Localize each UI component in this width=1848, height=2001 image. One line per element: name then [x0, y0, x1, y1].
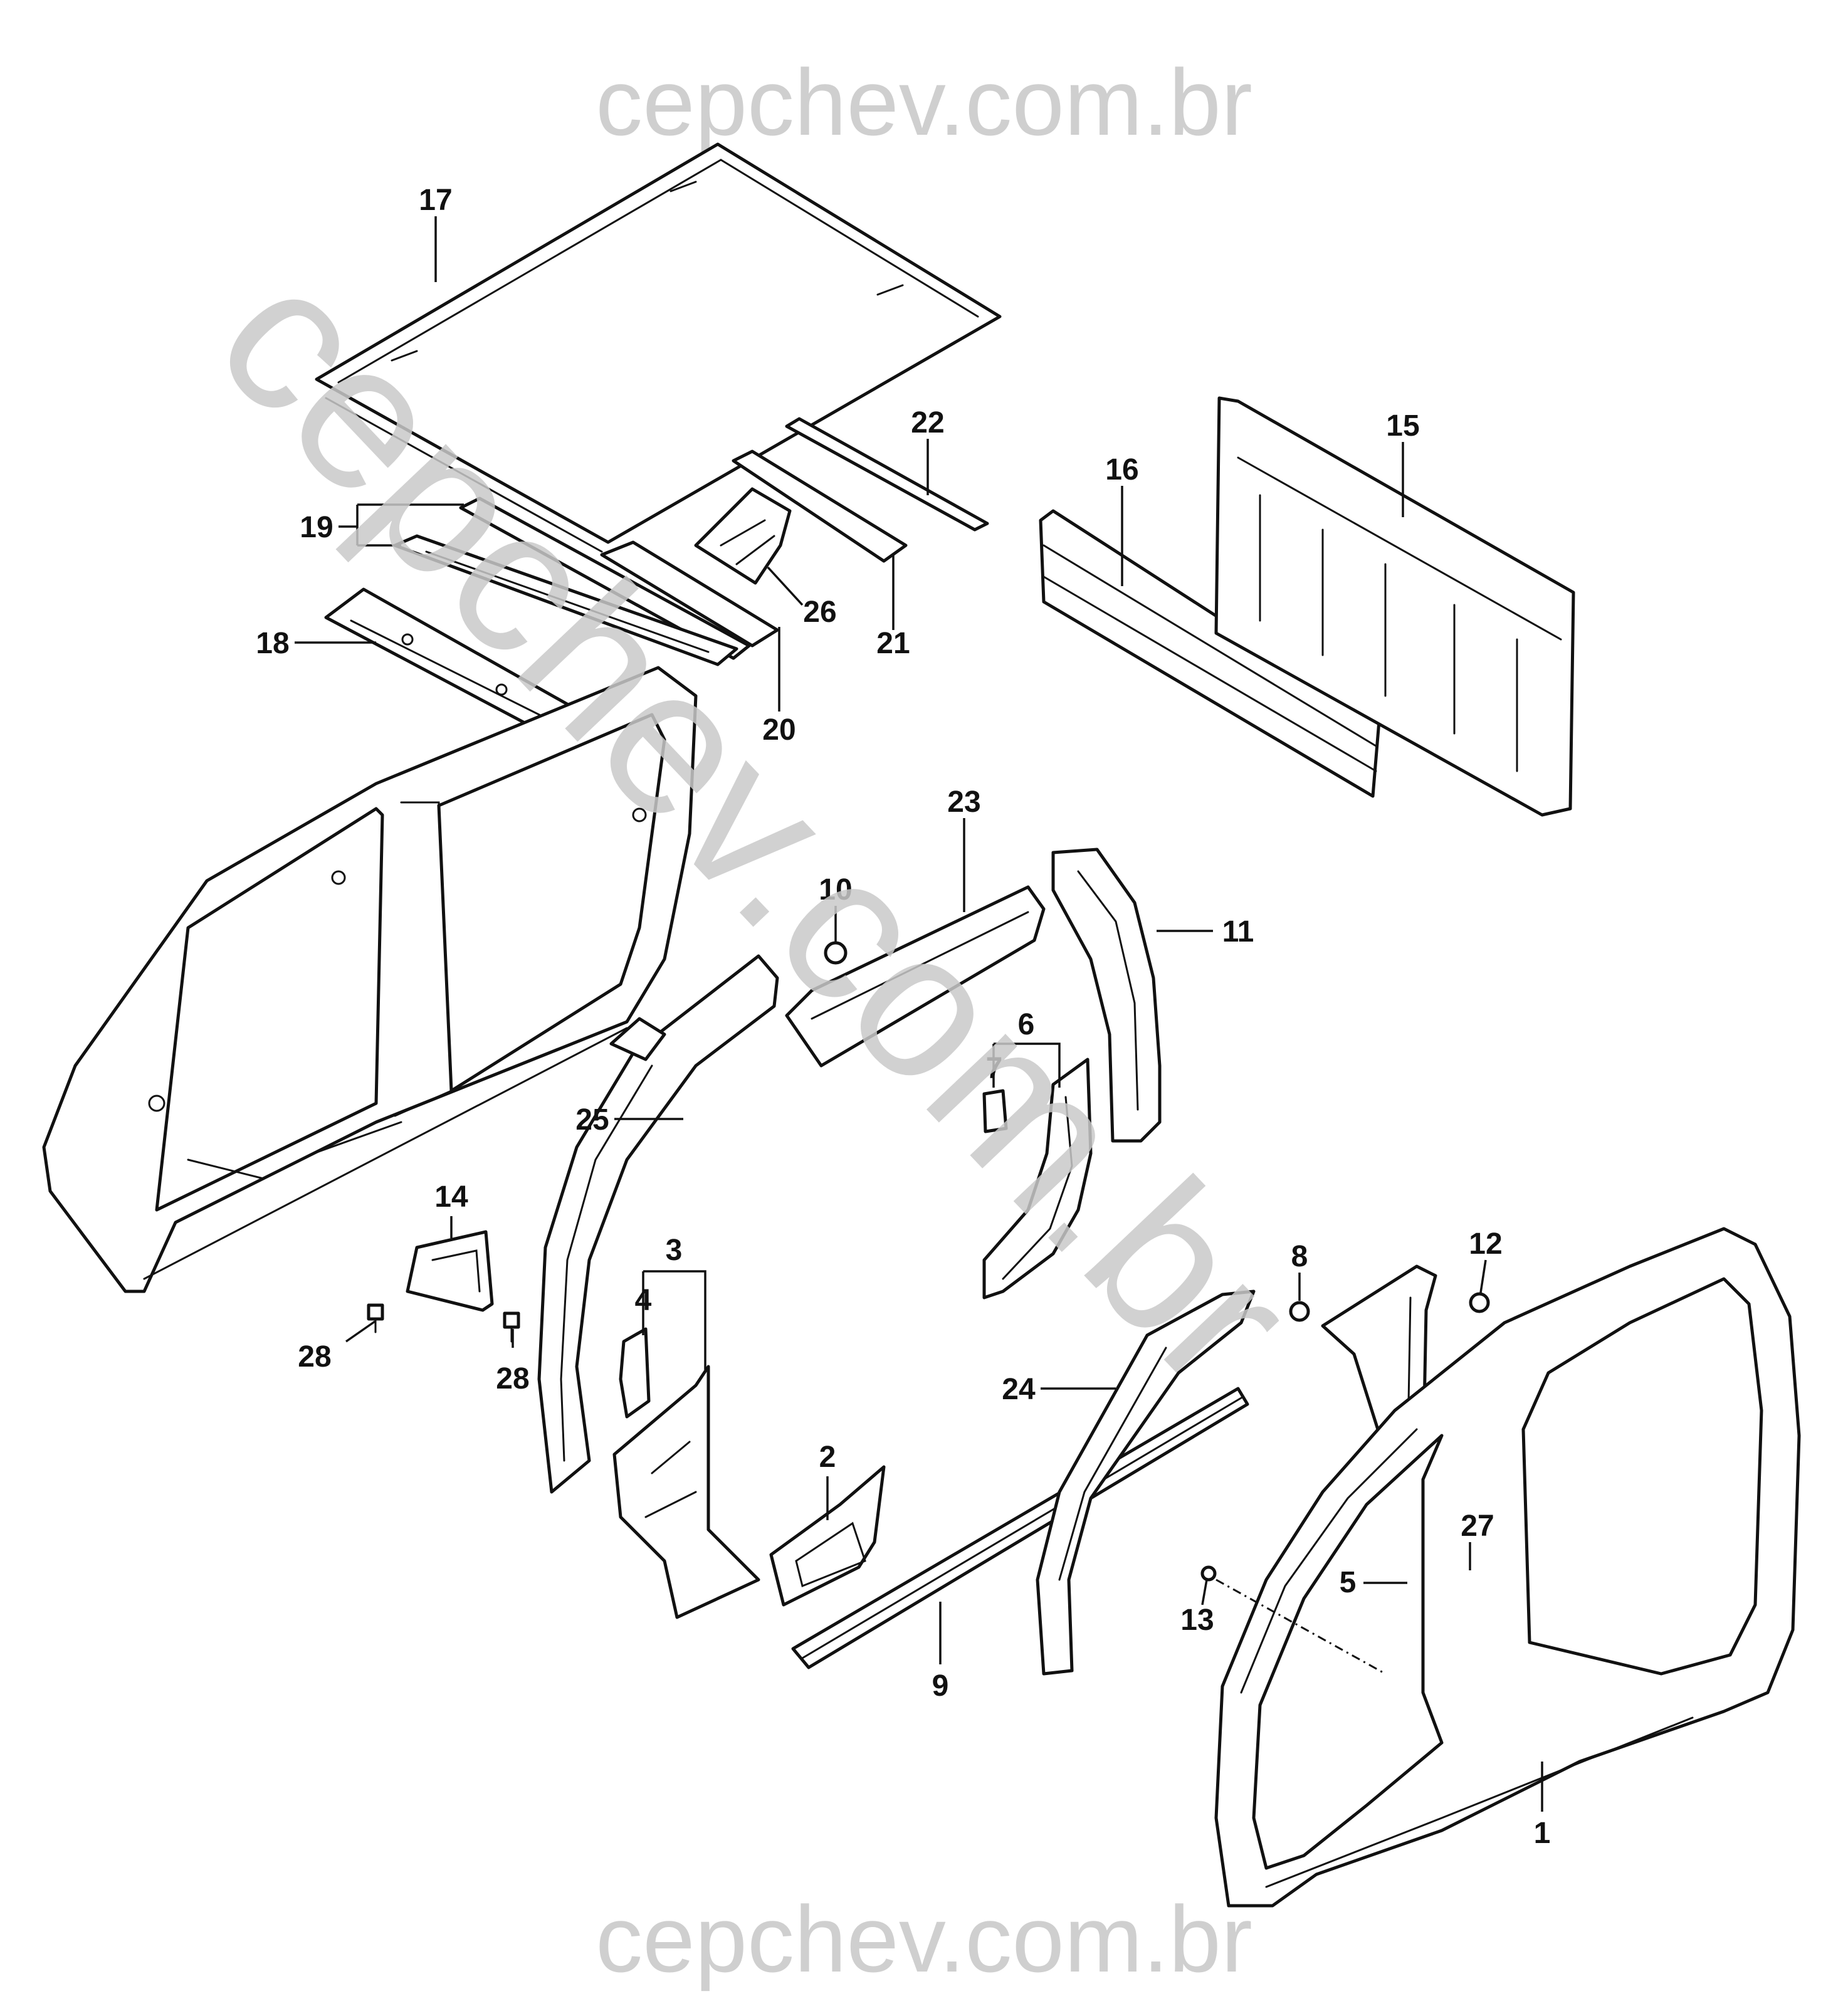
rocker-reinforcement-part-2	[769, 1465, 886, 1607]
callout-28-left: 28	[298, 1340, 331, 1373]
callout-19: 19	[300, 511, 333, 544]
roof-rear-strip-part-22	[785, 417, 989, 532]
pillar-bracket-part-4	[619, 1327, 651, 1419]
b-pillar-outer-part-24	[1036, 1289, 1256, 1676]
bolt-part-28-right	[503, 1311, 520, 1343]
front-pillar-part-25	[537, 954, 779, 1494]
watermark-top: cepchev.com.br	[596, 50, 1252, 155]
callout-26: 26	[803, 596, 836, 629]
rear-cab-panel-part-15	[1214, 396, 1575, 817]
callout-3: 3	[666, 1234, 683, 1267]
callout-7: 7	[986, 1052, 1003, 1085]
callout-labels: 1 2 3 4 5 6 7 8 9 10 11 12 13 14 15 16 1…	[256, 184, 1550, 1850]
rear-pillar-part-11	[1051, 848, 1162, 1143]
callout-12: 12	[1469, 1227, 1502, 1261]
watermark-bottom: cepchev.com.br	[596, 1886, 1252, 1992]
callout-6: 6	[1018, 1008, 1035, 1041]
callout-11: 11	[1222, 915, 1254, 948]
callout-22: 22	[911, 406, 944, 439]
callout-17: 17	[419, 184, 452, 217]
callout-27: 27	[1461, 1510, 1494, 1543]
callout-15: 15	[1386, 409, 1419, 443]
callout-5: 5	[1340, 1566, 1357, 1599]
roof-rear-rail-part-20	[600, 540, 779, 648]
callout-1: 1	[1534, 1817, 1551, 1850]
clip-part-13	[1200, 1565, 1217, 1582]
roof-bow-part-19	[393, 496, 751, 666]
callout-9: 9	[932, 1669, 949, 1703]
rear-cab-lower-panel-part-16	[1039, 509, 1381, 798]
b-pillar-inner-lower-part-3	[612, 1365, 760, 1619]
callout-14: 14	[434, 1180, 468, 1214]
body-side-outer-panel-part-1	[1214, 1227, 1801, 1908]
callout-24: 24	[1002, 1373, 1036, 1406]
callout-16: 16	[1105, 453, 1138, 486]
callout-10: 10	[819, 873, 852, 906]
callout-21: 21	[876, 627, 910, 660]
callout-2: 2	[819, 1441, 836, 1474]
bracket-part-7	[982, 1089, 1008, 1133]
center-pillar-inner-part-6	[982, 1058, 1093, 1300]
inner-body-side-frame	[42, 666, 698, 1293]
callout-13: 13	[1180, 1604, 1214, 1637]
nut-part-8	[1289, 1301, 1310, 1322]
callout-4: 4	[635, 1284, 652, 1317]
roof-panel-part-17	[315, 142, 1002, 553]
roof-bow-rear-part-21	[732, 449, 908, 563]
leader-lines	[295, 216, 1543, 1812]
callout-23: 23	[947, 785, 980, 819]
nut-part-12	[1469, 1292, 1490, 1313]
bracket-part-14	[406, 1230, 494, 1312]
roof-bracket-part-26	[694, 487, 792, 585]
callout-20: 20	[762, 713, 795, 747]
callout-8: 8	[1291, 1240, 1308, 1273]
callout-28-right: 28	[496, 1362, 529, 1395]
bolt-part-28-left	[367, 1303, 384, 1333]
callout-25: 25	[575, 1103, 609, 1137]
callout-18: 18	[256, 627, 289, 660]
roof-rail-reinforcement-part-23	[785, 885, 1046, 1068]
